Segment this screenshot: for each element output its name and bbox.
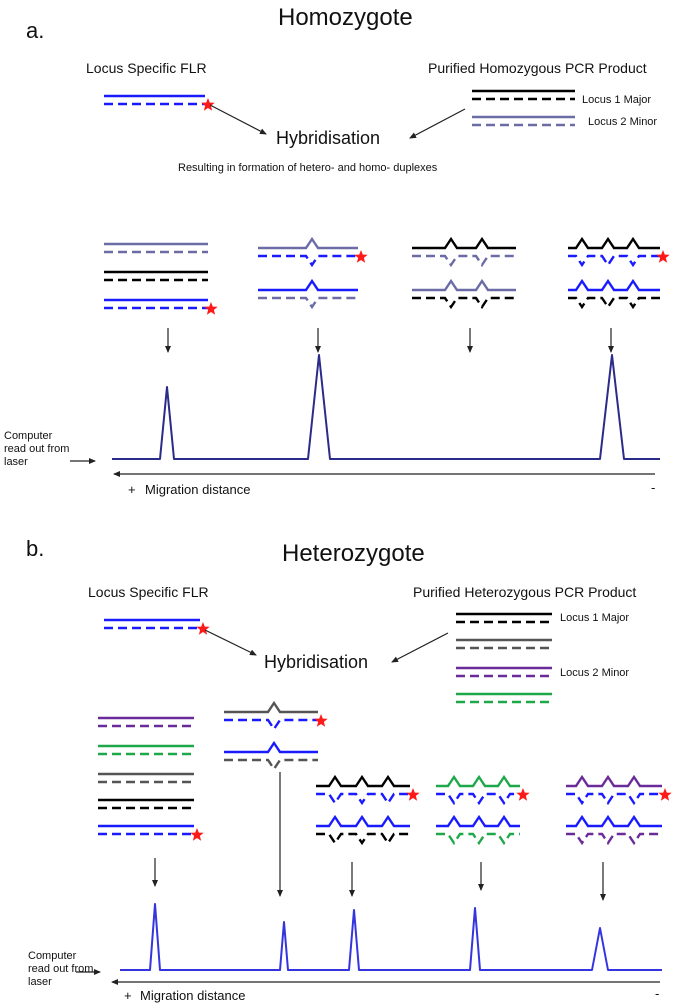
panel-b-g2-heteroduplex-fluor-star-icon xyxy=(314,714,328,727)
panel-a-g4-heteroduplex-top-strand xyxy=(568,236,660,250)
panel-a-flr-probe-fluor-star-icon xyxy=(201,98,215,111)
panel-b-g3-heteroduplex-bottom-strand xyxy=(316,792,410,806)
panel-b-migration-label: Migration distance xyxy=(140,988,246,1003)
panel-b-g4-heteroduplex-bottom-strand xyxy=(436,792,520,806)
panel-b-g4-heteroduplex-top-strand xyxy=(436,774,520,788)
panel-a-g4-heteroduplex-bottom-strand xyxy=(568,254,660,268)
panel-b-g2-heteroduplex-bottom-strand xyxy=(224,718,318,732)
panel-b-g3-heteroduplex-b-bottom-strand xyxy=(316,832,410,846)
panel-a-plus: + xyxy=(128,482,136,497)
panel-a-product-label: Purified Homozygous PCR Product xyxy=(428,60,647,76)
panel-b-g5-heteroduplex-top-strand xyxy=(566,774,662,788)
panel-a-computer-label: Computer read out from laser xyxy=(4,430,70,468)
panel-a-locus1-label: Locus 1 Major xyxy=(582,94,652,106)
panel-a-g1-probe-homoduplex-fluor-star-icon xyxy=(204,302,218,315)
panel-a-g4-heteroduplex-b-top-strand xyxy=(568,278,660,292)
panel-b-flr-label: Locus Specific FLR xyxy=(88,584,209,600)
panel-b-product-label: Purified Heterozygous PCR Product xyxy=(413,584,637,600)
panel-b-g5-heteroduplex-bottom-strand xyxy=(566,792,662,806)
panel-b-plus: + xyxy=(124,988,132,1003)
panel-b-g4-heteroduplex-fluor-star-icon xyxy=(516,788,530,801)
panel-b-hybridisation: Hybridisation xyxy=(264,652,369,672)
panel-b-locus2-label: Locus 2 Minor xyxy=(560,667,630,679)
panel-b-flr-probe-fluor-star-icon xyxy=(196,622,210,635)
panel-b-g5-heteroduplex-fluor-star-icon xyxy=(658,788,672,801)
panel-a-subtitle: Resulting in formation of hetero- and ho… xyxy=(178,162,438,174)
panel-b-g2-heteroduplex-top-strand xyxy=(224,700,318,714)
panel-a-g2-heteroduplex-b-bottom-strand xyxy=(258,296,358,310)
panel-b-g1-probe-homoduplex-fluor-star-icon xyxy=(190,828,204,841)
panel-b-letter: b. xyxy=(26,536,45,561)
panel-a-hybridisation: Hybridisation xyxy=(276,128,381,148)
panel-a-g2-heteroduplex-bottom-strand xyxy=(258,254,358,268)
panel-a-migration-label: Migration distance xyxy=(145,482,251,497)
panel-b-g4-heteroduplex-b-bottom-strand xyxy=(436,832,520,846)
panel-b-g3-heteroduplex-b-top-strand xyxy=(316,814,410,828)
panel-a-locus2-label: Locus 2 Minor xyxy=(588,116,658,128)
panel-b-g5-heteroduplex-b-bottom-strand xyxy=(566,832,662,846)
panel-a-g4-heteroduplex-b-bottom-strand xyxy=(568,296,660,310)
panel-a-g2-heteroduplex-top-strand xyxy=(258,236,358,250)
panel-b-g2-heteroduplex-b-bottom-strand xyxy=(224,758,318,772)
panel-a-letter: a. xyxy=(26,18,45,43)
panel-a-arrow-flr-to-hyb xyxy=(209,104,267,135)
panel-a-g2-heteroduplex-fluor-star-icon xyxy=(354,250,368,263)
panel-a-minus: - xyxy=(651,480,656,495)
panel-b-arrow-product-to-hyb xyxy=(391,632,449,663)
panel-b-title: Heterozygote xyxy=(282,540,425,567)
panel-a-g2-heteroduplex-b-top-strand xyxy=(258,278,358,292)
panel-a-g3-heteroduplex-bottom-strand xyxy=(412,254,516,268)
panel-b-g4-heteroduplex-b-top-strand xyxy=(436,814,520,828)
panel-a-trace xyxy=(112,354,660,460)
panel-b-minus: - xyxy=(655,986,660,1001)
panel-b-g2-heteroduplex-b-top-strand xyxy=(224,740,318,754)
panel-b-g3-heteroduplex-top-strand xyxy=(316,774,410,788)
panel-b-g3-heteroduplex-fluor-star-icon xyxy=(406,788,420,801)
panel-a-g3-heteroduplex-b-bottom-strand xyxy=(412,296,516,310)
panel-b-computer-label: Computer read out from laser xyxy=(28,950,94,988)
panel-a-flr-label: Locus Specific FLR xyxy=(86,60,207,76)
panel-b-g5-heteroduplex-b-top-strand xyxy=(566,814,662,828)
panel-a-g4-heteroduplex-fluor-star-icon xyxy=(656,250,670,263)
panel-b-arrow-flr-to-hyb xyxy=(204,629,257,656)
panel-a-g3-heteroduplex-b-top-strand xyxy=(412,278,516,292)
panel-b-locus1-label: Locus 1 Major xyxy=(560,612,630,624)
panel-a-arrow-product-to-hyb xyxy=(409,108,466,139)
panel-a-title: Homozygote xyxy=(278,4,413,31)
panel-a-g3-heteroduplex-top-strand xyxy=(412,236,516,250)
panel-b-trace xyxy=(120,903,662,971)
